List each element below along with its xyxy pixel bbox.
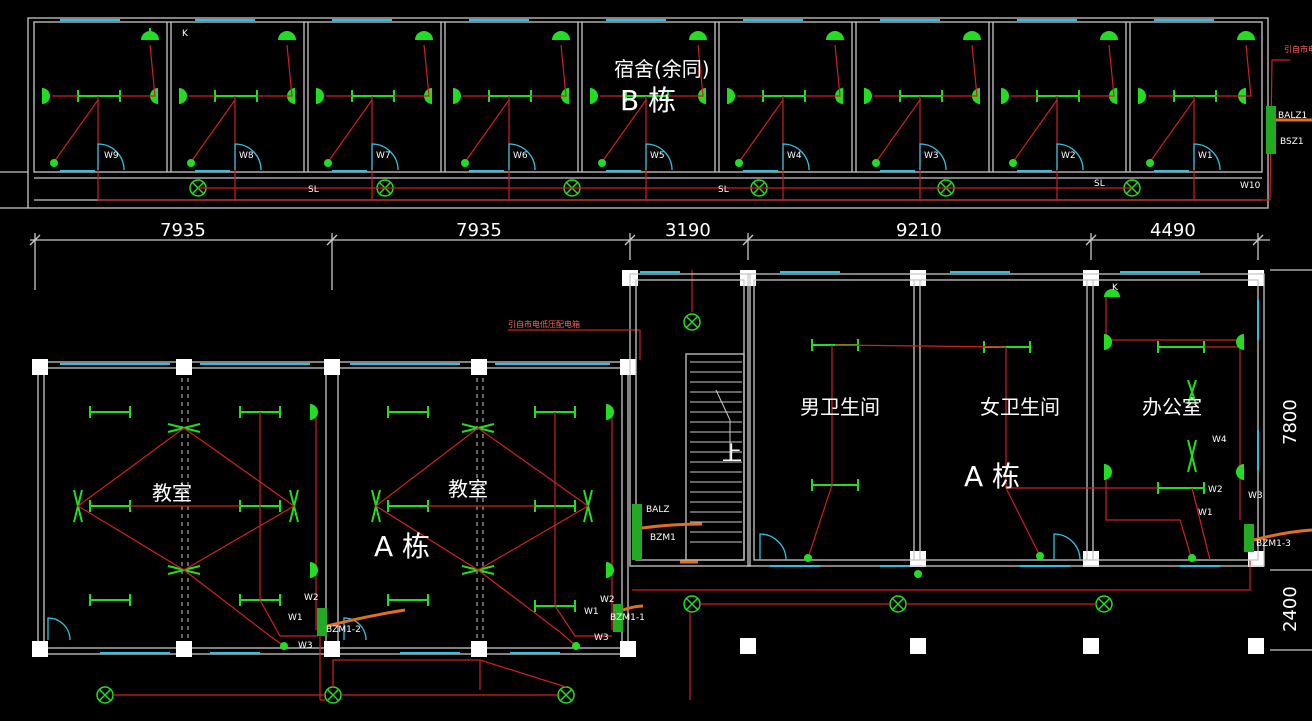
building-b-inner-wall [33,21,1263,173]
circuit-a-w3-right: W3 [594,633,609,643]
circuit-label-w2: W2 [1061,151,1076,161]
building-a-title-1: A 栋 [374,530,430,563]
dim-3190: 3190 [665,220,711,241]
dim-7935-a: 7935 [160,220,206,241]
stair-up-label: 上 [722,441,742,465]
switch-label-2: SL [718,185,729,195]
dim-7935-b: 7935 [456,220,502,241]
classroom-lights [47,404,614,650]
stair-treads [690,361,742,543]
circuit-label-w6: W6 [513,151,528,161]
building-a-title-2: A 栋 [964,460,1020,493]
fan-tag-office: K [1112,283,1119,293]
circuit-label-w10: W10 [1240,181,1261,191]
service-lights [811,339,1205,494]
switch-label-3: SL [1094,179,1105,189]
panel-label-bzm1-3: BZM1-3 [1256,539,1291,549]
circuit-a-w3-office: W3 [1248,491,1263,501]
room-label-classroom-2: 教室 [448,477,488,501]
room-label-classroom-1: 教室 [152,481,192,505]
incoming-note-b: 引自市电 [1284,44,1312,54]
room-label-womens-toilet: 女卫生间 [980,395,1060,419]
dimension-line-top: 7935 7935 3190 9210 4490 [29,220,1270,290]
incoming-note-a: 引自市电低压配电箱 [508,319,580,329]
building-b-title: B 栋 [620,84,676,117]
circuit-label-w8: W8 [239,151,254,161]
switch-label-1: SL [308,185,319,195]
circuit-label-w9: W9 [104,151,119,161]
dorm-rooms-fittings [42,28,1255,200]
circuit-label-w4: W4 [787,151,802,161]
panel-bzm1-3 [1244,524,1254,552]
circuit-label-w3: W3 [924,151,939,161]
circuit-label-w7: W7 [376,151,391,161]
circuit-a-w4-office: W4 [1212,435,1227,445]
panel-label-balz1: BALZ1 [1278,111,1307,121]
panel-label-balz: BALZ [646,505,670,515]
circuit-label-w5: W5 [650,151,665,161]
outdoor-lamps [96,313,1113,704]
building-a: 上 [32,270,1312,704]
circuit-a-w2-left: W2 [304,593,319,603]
panel-label-bzm1-1: BZM1-1 [610,613,645,623]
circuit-a-w2-right: W2 [600,595,615,605]
stair-core-wall [629,273,751,567]
panel-balz1 [1266,106,1276,154]
panel-bzm1-1 [613,604,623,632]
dim-4490: 4490 [1150,220,1196,241]
panel-label-bzm1-2: BZM1-2 [326,625,361,635]
panel-label-bsz1: BSZ1 [1280,137,1304,147]
circuit-a-w1-office: W1 [1198,508,1213,518]
circuit-a-w1-left: W1 [288,613,303,623]
circuit-a-w3-left: W3 [298,641,313,651]
dorm-room-label: 宿舍(余同) [614,57,710,81]
building-b: W9 W8 W7 W6 W5 W4 W3 W2 W1 W10 SL SL SL … [0,17,1312,209]
fan-tag: K [182,29,189,39]
circuit-a-w1-right: W1 [584,607,599,617]
panel-balz [632,504,642,560]
dimension-line-right: 7800 2400 [1270,269,1312,651]
dim-2400: 2400 [1280,586,1301,632]
panel-label-bzm1: BZM1 [650,533,676,543]
room-label-office: 办公室 [1142,395,1202,419]
structural-columns [32,270,1264,657]
classroom-block-wall [37,361,629,655]
circuit-label-w1: W1 [1198,151,1213,161]
room-label-mens-toilet: 男卫生间 [800,395,880,419]
panel-bzm1-2 [317,608,327,636]
service-block-wall [747,273,1265,567]
circuit-a-w2-office: W2 [1208,485,1223,495]
dim-9210: 9210 [896,220,942,241]
dim-7800: 7800 [1280,399,1301,445]
